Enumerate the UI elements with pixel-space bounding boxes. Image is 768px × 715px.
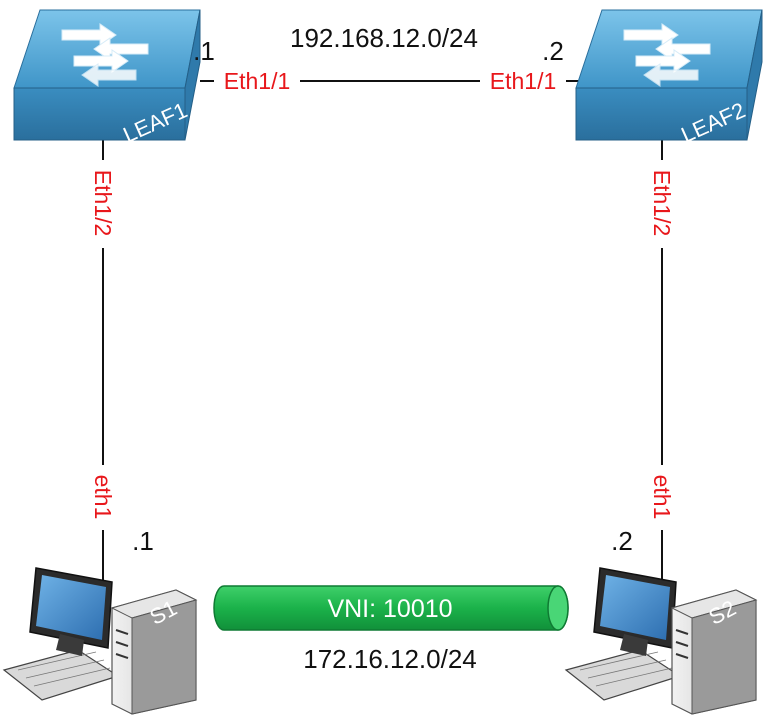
overlay-network: 172.16.12.0/24 xyxy=(303,644,477,674)
leaf1-switch[interactable]: LEAF1 xyxy=(13,9,201,148)
leaf1-eth1-1-label: Eth1/1 xyxy=(224,68,291,94)
s2-ip: .2 xyxy=(611,526,633,556)
vni-tunnel: VNI: 10010 xyxy=(213,585,569,631)
switch-icon xyxy=(575,9,763,141)
leaf2-ip: .2 xyxy=(542,36,564,66)
leaf2-eth1-1-label: Eth1/1 xyxy=(490,68,557,94)
workstation-icon xyxy=(2,567,198,715)
leaf2-eth1-2-label: Eth1/2 xyxy=(649,170,675,237)
leaf1-ip: .1 xyxy=(193,36,215,66)
leaf-interconnect-network: 192.168.12.0/24 xyxy=(290,23,478,53)
workstation-icon xyxy=(564,567,758,715)
s2-workstation[interactable]: S2 xyxy=(564,567,758,715)
vni-label: VNI: 10010 xyxy=(327,595,452,623)
leaf1-eth1-2-label: Eth1/2 xyxy=(90,170,116,237)
s2-eth1-label: eth1 xyxy=(649,475,675,520)
s1-eth1-label: eth1 xyxy=(90,475,116,520)
switch-icon xyxy=(13,9,201,141)
leaf2-switch[interactable]: LEAF2 xyxy=(575,9,763,148)
s1-workstation[interactable]: S1 xyxy=(2,567,198,715)
s1-ip: .1 xyxy=(132,526,154,556)
